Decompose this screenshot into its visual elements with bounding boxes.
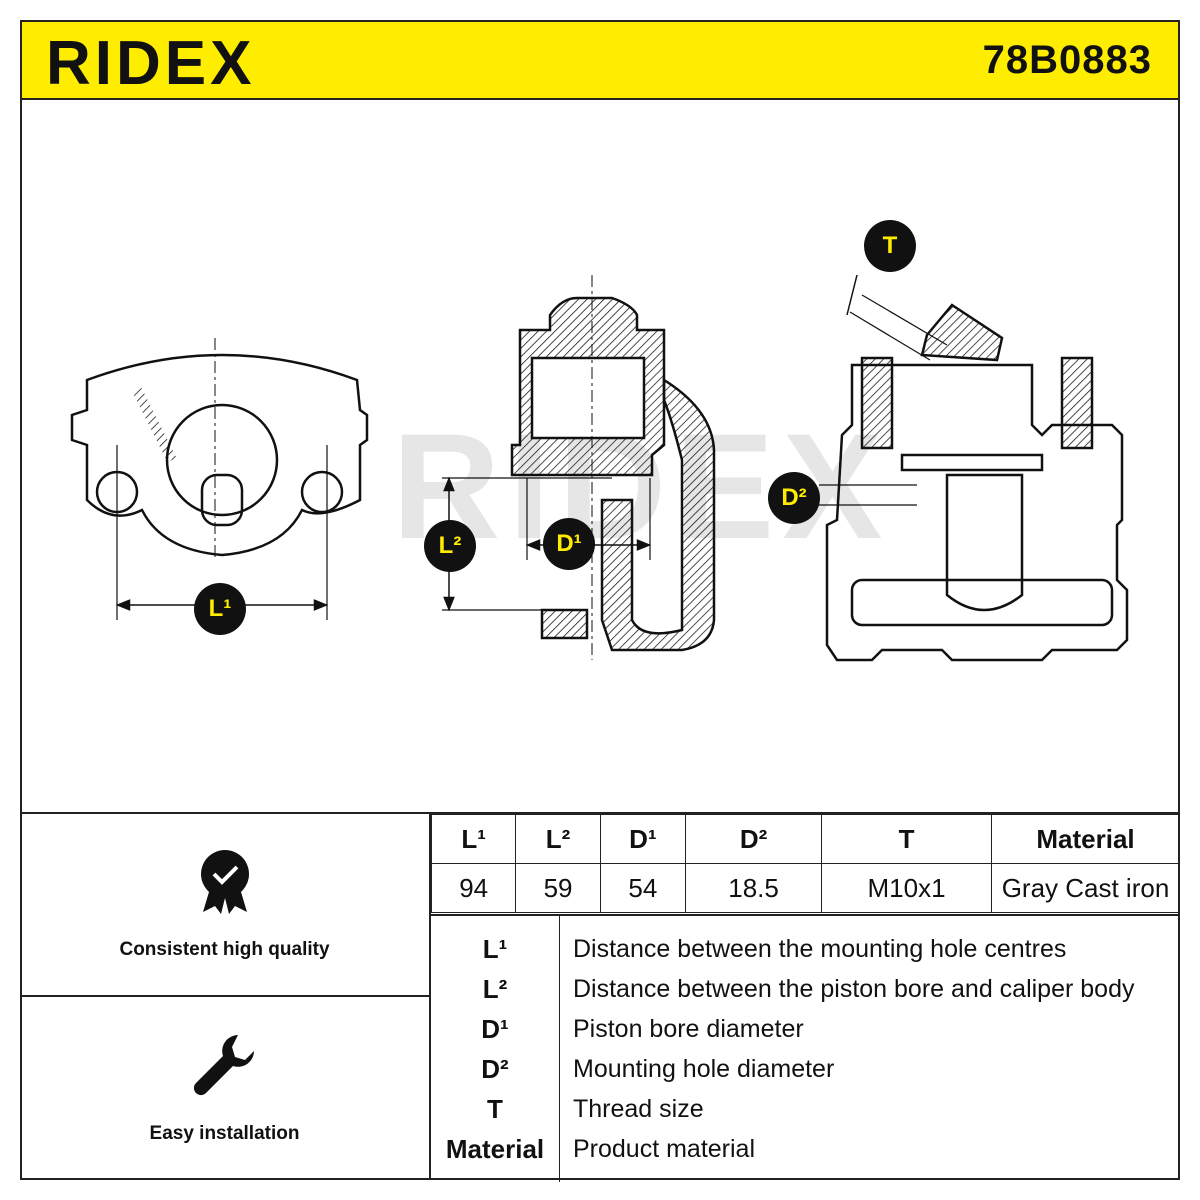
legend-key: D² bbox=[481, 1054, 509, 1084]
legend-key: L¹ bbox=[482, 934, 508, 964]
legend-row: T Thread size bbox=[431, 1090, 1180, 1130]
specs-header-d2: D² bbox=[685, 814, 823, 864]
legend-key: Material bbox=[445, 1134, 545, 1164]
legend-desc: Distance between the piston bore and cal… bbox=[573, 975, 1135, 1003]
caliper-section-view bbox=[442, 275, 716, 660]
legend-desc: Piston bore diameter bbox=[573, 1015, 804, 1043]
legend-key: L² bbox=[482, 974, 508, 1004]
specs-value-d1: 54 bbox=[599, 863, 687, 913]
legend-desc: Product material bbox=[573, 1135, 756, 1163]
legend-desc: Mounting hole diameter bbox=[573, 1055, 835, 1083]
caliper-drawings bbox=[70, 274, 1129, 662]
specs-table: L¹ L² D¹ D² T Material 94 59 54 18.5 M10… bbox=[430, 814, 1180, 913]
part-number: 78B0883 bbox=[982, 38, 1152, 82]
legend-key: T bbox=[487, 1094, 503, 1124]
quality-badge-icon bbox=[195, 848, 255, 923]
specs-header-t: T bbox=[821, 814, 992, 864]
callout-l2: L² bbox=[424, 520, 476, 572]
legend-row: D² Mounting hole diameter bbox=[431, 1050, 1180, 1090]
callout-t: T bbox=[864, 220, 916, 272]
callout-d1: D¹ bbox=[543, 518, 595, 570]
feature-installation: Easy installation bbox=[20, 997, 431, 1180]
specs-value-l2: 59 bbox=[515, 863, 601, 913]
specs-value-row: 94 59 54 18.5 M10x1 Gray Cast iron bbox=[430, 863, 1180, 913]
specs-value-t: M10x1 bbox=[821, 863, 992, 913]
specs-value-l1: 94 bbox=[430, 863, 517, 913]
specs-value-material: Gray Cast iron bbox=[991, 863, 1180, 913]
logo-text: RIDEX bbox=[46, 29, 255, 94]
specs-header-l1: L¹ bbox=[430, 814, 517, 864]
technical-drawing: RIDEX bbox=[22, 100, 1178, 812]
legend-desc: Distance between the mounting hole centr… bbox=[573, 935, 1067, 963]
legend-key: D¹ bbox=[481, 1014, 509, 1044]
caliper-front-view bbox=[70, 338, 369, 620]
specs-header-l2: L² bbox=[515, 814, 601, 864]
legend-row: L² Distance between the piston bore and … bbox=[431, 970, 1180, 1010]
specs-header-d1: D¹ bbox=[599, 814, 687, 864]
specs-header-material: Material bbox=[991, 814, 1180, 864]
caliper-top-view bbox=[819, 274, 1129, 662]
legend-separator bbox=[559, 916, 560, 1182]
specs-header-row: L¹ L² D¹ D² T Material bbox=[430, 814, 1180, 864]
legend-table: L¹ Distance between the mounting hole ce… bbox=[431, 914, 1180, 1182]
feature-quality: Consistent high quality bbox=[20, 814, 431, 997]
feature-installation-label: Easy installation bbox=[149, 1123, 300, 1144]
callout-l1: L¹ bbox=[194, 583, 246, 635]
legend-row: L¹ Distance between the mounting hole ce… bbox=[431, 930, 1180, 970]
section-divider bbox=[20, 812, 1180, 814]
ridex-logo: RIDEX bbox=[46, 28, 316, 99]
wrench-icon bbox=[190, 1029, 260, 1104]
legend-row: Material Product material bbox=[431, 1130, 1180, 1170]
header-bar: RIDEX 78B0883 bbox=[20, 20, 1180, 100]
feature-quality-label: Consistent high quality bbox=[119, 939, 330, 960]
specs-value-d2: 18.5 bbox=[685, 863, 823, 913]
legend-desc: Thread size bbox=[573, 1095, 704, 1123]
callout-d2: D² bbox=[768, 472, 820, 524]
legend-row: D¹ Piston bore diameter bbox=[431, 1010, 1180, 1050]
